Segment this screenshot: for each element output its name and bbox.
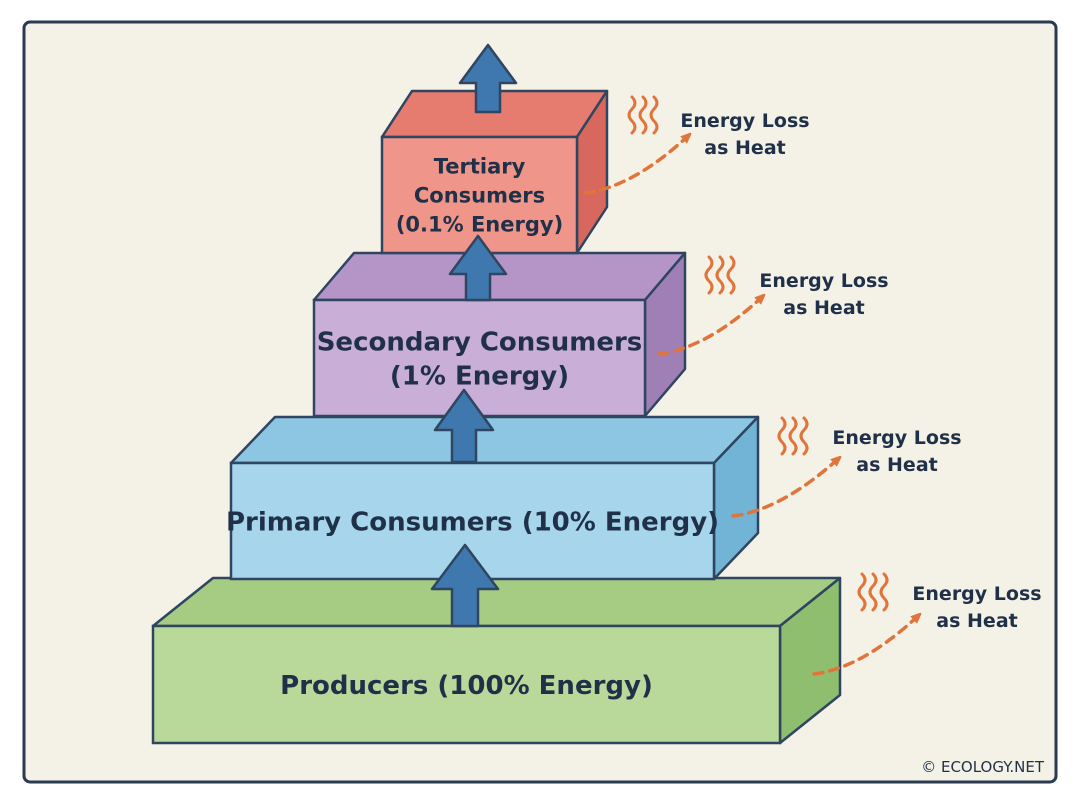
heat-loss-tertiary: Energy Loss as Heat	[583, 95, 810, 195]
heat-waves-icon	[777, 416, 809, 456]
heat-loss-label-line: as Heat	[936, 610, 1017, 632]
heat-waves-icon	[627, 95, 659, 135]
level-producers: Producers (100% Energy)	[151, 576, 842, 745]
level-tertiary-front-face	[380, 135, 579, 255]
heat-loss-producers: Energy Loss as Heat	[812, 572, 1042, 676]
heat-loss-label-line: Energy Loss	[912, 583, 1041, 605]
level-tertiary-label-line: (0.1% Energy)	[396, 213, 563, 237]
heat-loss-label-line: as Heat	[856, 454, 937, 476]
heat-loss-arrow	[583, 136, 688, 195]
heat-waves-icon	[704, 255, 736, 295]
level-secondary-label-line: (1% Energy)	[390, 361, 569, 391]
flow-arrow-producers-to-primary	[430, 543, 500, 628]
level-primary: Primary Consumers (10% Energy)	[226, 415, 760, 581]
level-secondary: Secondary Consumers (1% Energy)	[312, 251, 687, 418]
heat-loss-secondary: Energy Loss as Heat	[657, 255, 889, 356]
flow-arrow-secondary-to-tertiary	[448, 234, 508, 302]
heat-loss-label-line: Energy Loss	[832, 427, 961, 449]
level-tertiary-label-line: Tertiary	[434, 155, 526, 179]
level-tertiary-label-line: Consumers	[414, 184, 545, 208]
heat-loss-primary: Energy Loss as Heat	[731, 416, 962, 518]
heat-loss-arrow	[812, 616, 918, 676]
level-producers-front-face	[151, 624, 782, 745]
credit-label: © ECOLOGY.NET	[921, 758, 1045, 776]
heat-loss-label-line: as Heat	[783, 297, 864, 319]
level-primary-label-line: Primary Consumers (10% Energy)	[226, 507, 719, 537]
level-secondary-front-face	[312, 298, 647, 418]
flow-arrow-primary-to-secondary	[433, 388, 495, 464]
level-primary-top-face	[229, 415, 760, 465]
flow-arrow-tertiary-up	[458, 43, 518, 114]
heat-waves-icon	[857, 572, 889, 612]
heat-loss-arrow	[657, 297, 762, 356]
level-producers-label-line: Producers (100% Energy)	[280, 671, 653, 701]
energy-flow-arrows	[430, 43, 518, 628]
heat-loss-arrow	[731, 459, 838, 518]
heat-loss-label-line: as Heat	[704, 137, 785, 159]
heat-loss-label-line: Energy Loss	[680, 110, 809, 132]
heat-loss-label-line: Energy Loss	[759, 270, 888, 292]
level-secondary-label-line: Secondary Consumers	[317, 327, 643, 357]
level-secondary-top-face	[312, 251, 687, 302]
